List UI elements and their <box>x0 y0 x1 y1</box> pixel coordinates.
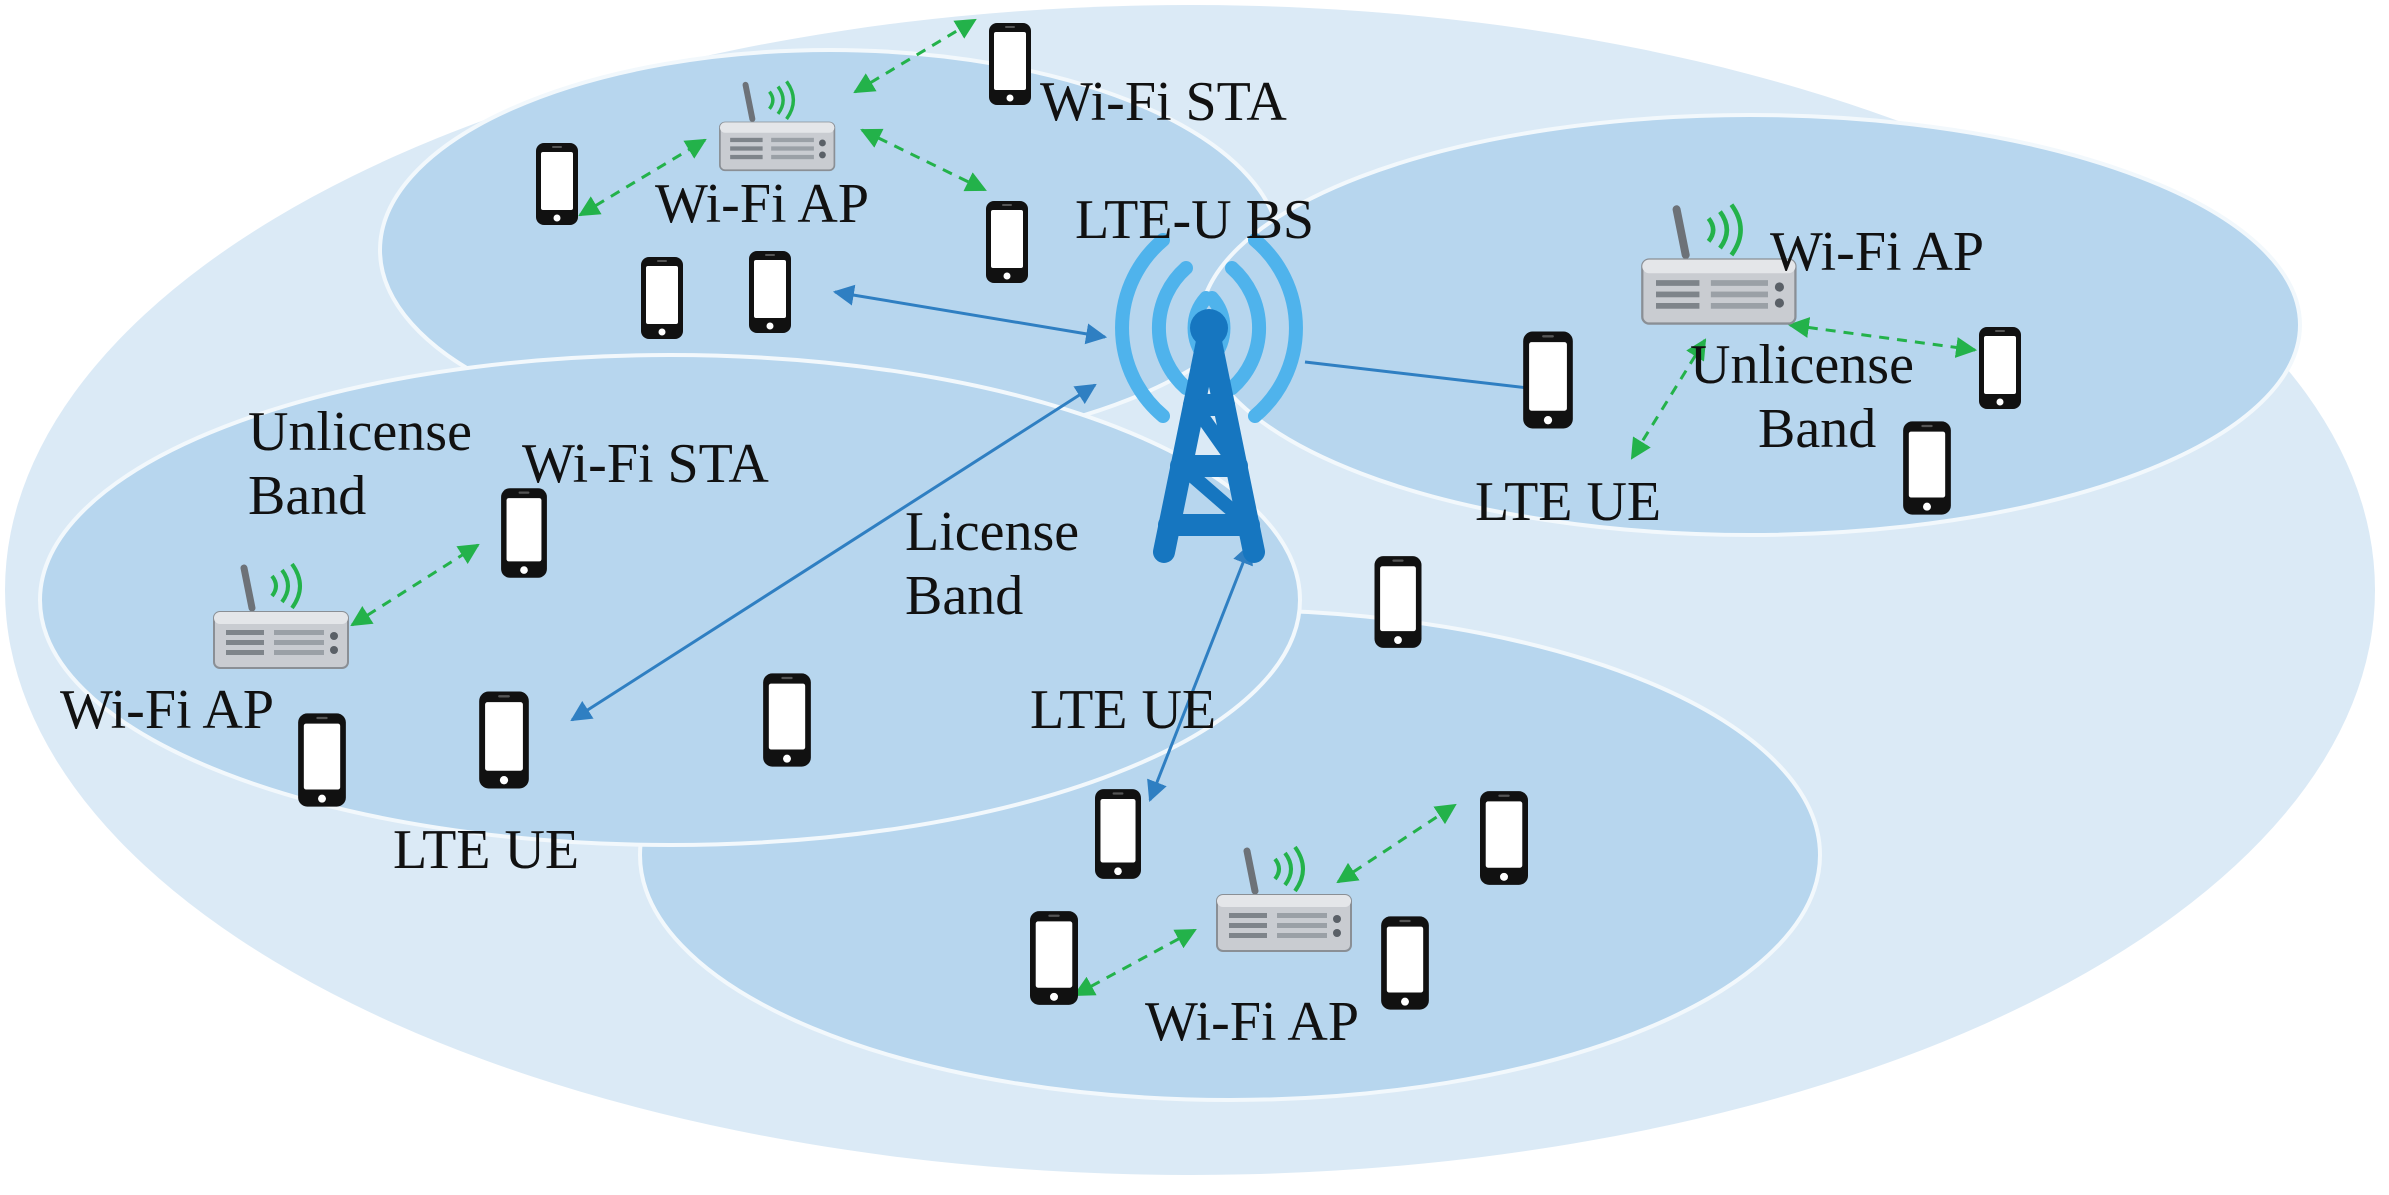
lte-link-left <box>570 383 1097 722</box>
smartphone-icon <box>1095 789 1141 879</box>
smartphone-icon <box>1374 556 1422 648</box>
smartphone-icon <box>763 673 811 767</box>
lte-links <box>570 284 1548 802</box>
small-cell-right <box>1198 113 2302 537</box>
smartphone-icon <box>641 257 683 339</box>
label-lte-ue-right: LTE UE <box>1475 471 1661 533</box>
label-wifi-sta-left: Wi-Fi STA <box>522 433 769 495</box>
smartphone-icon <box>501 488 547 578</box>
smartphone-icon <box>479 691 529 789</box>
smartphone-icon <box>986 201 1028 283</box>
lte-link-bottom <box>1147 543 1253 802</box>
smartphone-icon <box>989 23 1031 105</box>
smartphone-icon <box>1903 421 1951 515</box>
label-lte-ue-bottom: LTE UE <box>1030 679 1216 741</box>
label-lte-u-bs: LTE-U BS <box>1075 189 1314 251</box>
lte-link-right <box>1304 360 1548 399</box>
lte-link-top <box>832 284 1108 345</box>
smartphone-icon <box>1381 916 1429 1010</box>
small-cell-left <box>38 353 1302 847</box>
smartphone-icon <box>1030 911 1078 1005</box>
label-wifi-ap-right: Wi-Fi AP <box>1770 221 1984 283</box>
label-wifi-ap-left: Wi-Fi AP <box>60 679 274 741</box>
smartphone-icon <box>1480 791 1528 885</box>
label-wifi-ap-top: Wi-Fi AP <box>655 173 869 235</box>
tower-tip <box>1190 309 1228 347</box>
signal-waves-icon <box>1115 233 1303 423</box>
smartphone-icon <box>1979 327 2021 409</box>
wifi-links <box>350 18 1978 997</box>
cell-tower-icon <box>1153 321 1265 563</box>
label-lte-ue-left: LTE UE <box>393 819 579 881</box>
smartphone-icon <box>749 251 791 333</box>
smartphone-icon <box>1523 331 1573 429</box>
smartphone-icon <box>536 143 578 225</box>
smartphone-icon <box>298 713 346 807</box>
label-wifi-ap-bottom: Wi-Fi AP <box>1145 991 1359 1053</box>
label-wifi-sta-top: Wi-Fi STA <box>1040 71 1287 133</box>
